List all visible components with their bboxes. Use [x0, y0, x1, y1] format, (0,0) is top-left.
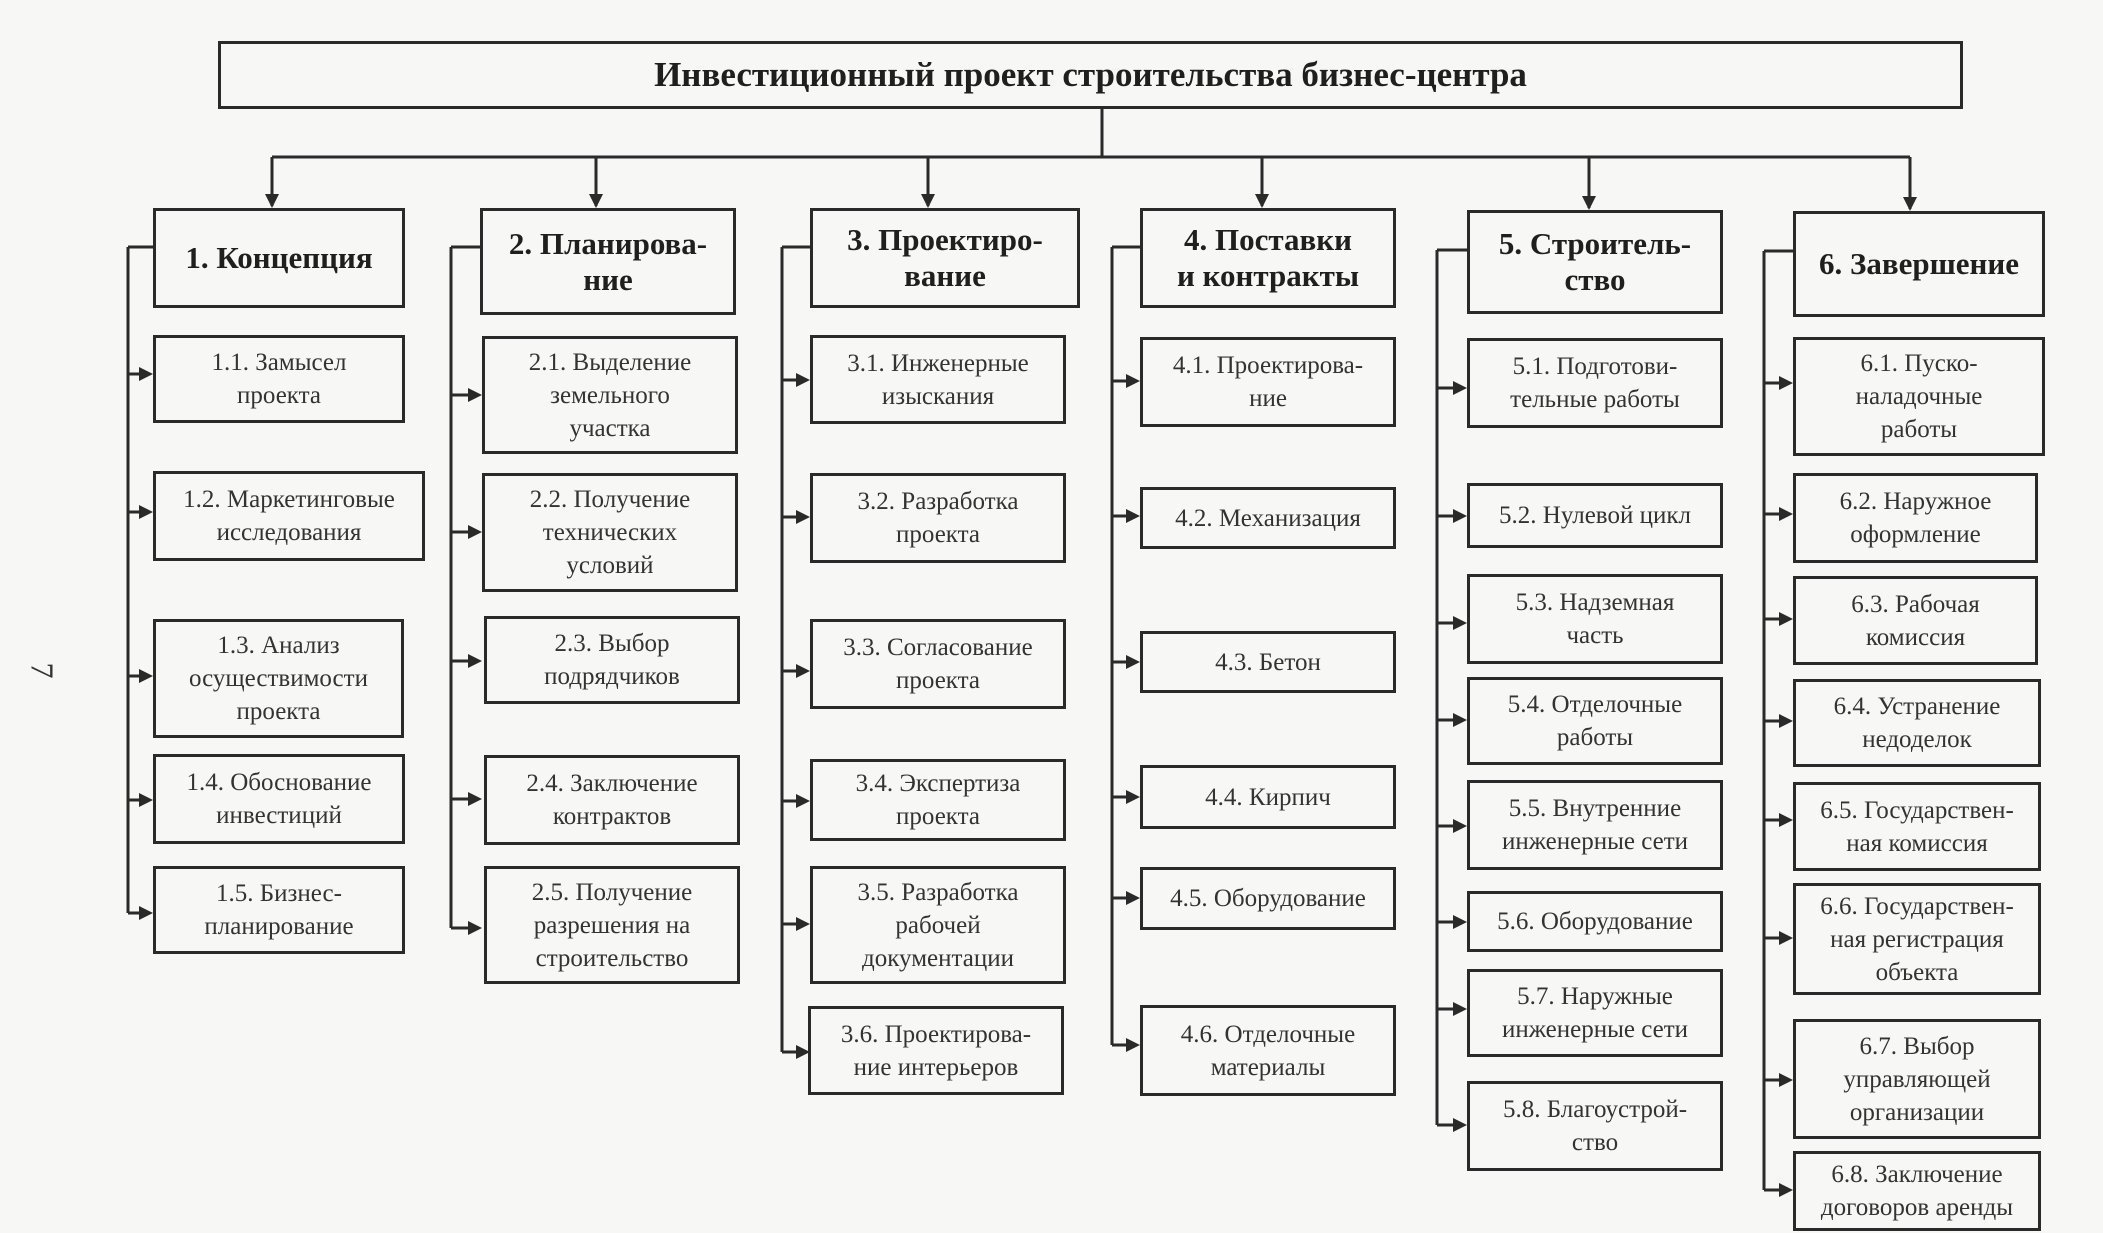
task-node-4-5: 4.5. Оборудование [1140, 867, 1396, 930]
phase-drop-arrow-4 [1255, 194, 1269, 208]
task-connector-arrow-6-6 [1779, 931, 1793, 945]
task-connector-arrow-5-5 [1453, 819, 1467, 833]
task-node-1-2: 1.2. Маркетинговые исследования [153, 471, 425, 561]
task-node-5-5: 5.5. Внутренние инженерные сети [1467, 780, 1723, 870]
task-connector-arrow-4-2 [1126, 509, 1140, 523]
task-connector-arrow-5-6 [1453, 915, 1467, 929]
task-node-5-8: 5.8. Благоустрой- ство [1467, 1081, 1723, 1171]
task-node-3-2: 3.2. Разработка проекта [810, 473, 1066, 563]
phase-node-2: 2. Планирова- ние [480, 208, 736, 315]
task-connector-arrow-2-4 [468, 792, 482, 806]
phase-drop-arrow-3 [921, 194, 935, 208]
task-node-3-6: 3.6. Проектирова- ние интерьеров [808, 1006, 1064, 1095]
task-node-5-6: 5.6. Оборудование [1467, 891, 1723, 952]
task-connector-arrow-5-2 [1453, 509, 1467, 523]
task-connector-arrow-1-1 [139, 367, 153, 381]
phase-node-6: 6. Завершение [1793, 211, 2045, 317]
phase-drop-arrow-1 [265, 194, 279, 208]
task-connector-arrow-3-3 [796, 664, 810, 678]
task-connector-arrow-1-4 [139, 793, 153, 807]
task-node-4-3: 4.3. Бетон [1140, 631, 1396, 693]
task-node-4-1: 4.1. Проектирова- ние [1140, 337, 1396, 427]
task-connector-arrow-6-7 [1779, 1073, 1793, 1087]
task-node-3-3: 3.3. Согласование проекта [810, 619, 1066, 709]
phase-drop-arrow-2 [589, 194, 603, 208]
task-connector-arrow-1-5 [139, 906, 153, 920]
task-connector-arrow-3-5 [796, 917, 810, 931]
task-node-6-4: 6.4. Устранение недоделок [1793, 679, 2041, 767]
task-connector-arrow-1-2 [139, 505, 153, 519]
task-connector-arrow-5-7 [1453, 1002, 1467, 1016]
task-node-1-3: 1.3. Анализ осуществимости проекта [153, 619, 404, 738]
task-node-1-5: 1.5. Бизнес- планирование [153, 866, 405, 954]
task-node-5-2: 5.2. Нулевой цикл [1467, 483, 1723, 548]
task-node-2-3: 2.3. Выбор подрядчиков [484, 616, 740, 704]
task-connector-arrow-5-1 [1453, 381, 1467, 395]
task-node-3-1: 3.1. Инженерные изыскания [810, 335, 1066, 424]
phase-node-1: 1. Концепция [153, 208, 405, 308]
task-connector-arrow-1-3 [139, 669, 153, 683]
task-node-4-6: 4.6. Отделочные материалы [1140, 1005, 1396, 1096]
task-node-6-1: 6.1. Пуско- наладочные работы [1793, 337, 2045, 456]
task-node-2-2: 2.2. Получение технических условий [482, 473, 738, 592]
task-connector-arrow-3-2 [796, 510, 810, 524]
task-node-6-8: 6.8. Заключение договоров аренды [1793, 1151, 2041, 1231]
task-connector-arrow-5-8 [1453, 1118, 1467, 1132]
task-connector-arrow-6-4 [1779, 714, 1793, 728]
task-connector-arrow-6-2 [1779, 507, 1793, 521]
task-connector-arrow-6-1 [1779, 376, 1793, 390]
task-connector-arrow-3-4 [796, 794, 810, 808]
task-node-5-1: 5.1. Подготови- тельные работы [1467, 338, 1723, 428]
task-connector-arrow-3-6 [796, 1045, 810, 1059]
task-connector-arrow-2-2 [468, 525, 482, 539]
task-connector-arrow-2-5 [468, 921, 482, 935]
task-connector-arrow-5-3 [1453, 616, 1467, 630]
root-node: Инвестиционный проект строительства бизн… [218, 41, 1963, 109]
task-node-6-3: 6.3. Рабочая комиссия [1793, 576, 2038, 665]
task-node-6-7: 6.7. Выбор управляющей организации [1793, 1019, 2041, 1139]
side-page-mark: 7 [24, 662, 61, 679]
task-connector-arrow-3-1 [796, 373, 810, 387]
task-connector-arrow-6-3 [1779, 612, 1793, 626]
task-connector-arrow-2-3 [468, 654, 482, 668]
task-connector-arrow-6-8 [1779, 1183, 1793, 1197]
task-node-1-1: 1.1. Замысел проекта [153, 335, 405, 423]
task-node-4-2: 4.2. Механизация [1140, 487, 1396, 549]
phase-drop-arrow-5 [1582, 196, 1596, 210]
task-connector-arrow-2-1 [468, 388, 482, 402]
task-connector-arrow-4-3 [1126, 655, 1140, 669]
phase-node-3: 3. Проектиро- вание [810, 208, 1080, 308]
task-node-3-5: 3.5. Разработка рабочей документации [810, 866, 1066, 984]
task-node-3-4: 3.4. Экспертиза проекта [810, 759, 1066, 841]
task-node-5-3: 5.3. Надземная часть [1467, 574, 1723, 664]
task-node-4-4: 4.4. Кирпич [1140, 765, 1396, 829]
task-node-2-5: 2.5. Получение разрешения на строительст… [484, 866, 740, 984]
phase-node-4: 4. Поставки и контракты [1140, 208, 1396, 308]
task-connector-arrow-5-4 [1453, 713, 1467, 727]
task-node-2-1: 2.1. Выделение земельного участка [482, 336, 738, 454]
phase-node-5: 5. Строитель- ство [1467, 210, 1723, 314]
phase-drop-arrow-6 [1903, 197, 1917, 211]
task-connector-arrow-4-4 [1126, 790, 1140, 804]
task-node-6-5: 6.5. Государствен- ная комиссия [1793, 782, 2041, 871]
task-connector-arrow-4-5 [1126, 891, 1140, 905]
task-connector-arrow-4-1 [1126, 374, 1140, 388]
task-node-6-6: 6.6. Государствен- ная регистрация объек… [1793, 883, 2041, 995]
task-node-6-2: 6.2. Наружное оформление [1793, 473, 2038, 563]
task-node-5-7: 5.7. Наружные инженерные сети [1467, 969, 1723, 1057]
task-connector-arrow-6-5 [1779, 813, 1793, 827]
task-node-2-4: 2.4. Заключение контрактов [484, 755, 740, 845]
task-node-1-4: 1.4. Обоснование инвестиций [153, 754, 405, 844]
task-connector-arrow-4-6 [1126, 1038, 1140, 1052]
task-node-5-4: 5.4. Отделочные работы [1467, 677, 1723, 765]
